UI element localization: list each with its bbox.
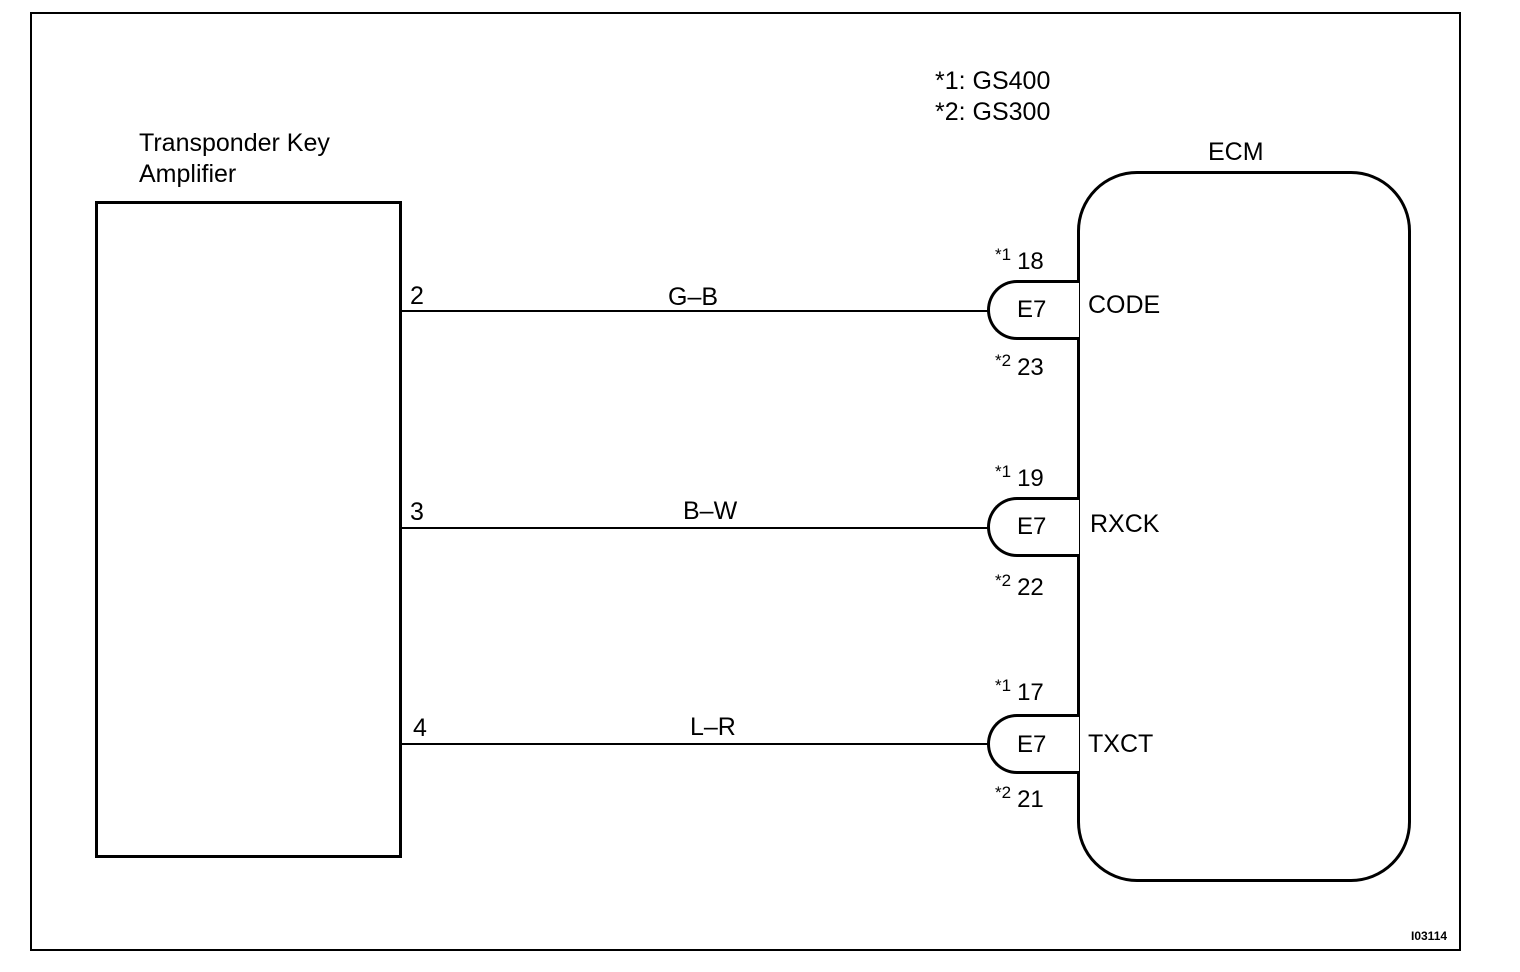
legend-gs300: *2: GS300 [935,98,1051,126]
gs300-marker: *2 [995,783,1012,802]
amplifier-label-line2: Amplifier [139,160,237,188]
amp-pin-3: 3 [410,498,424,526]
connector-e7-code [987,280,1079,340]
gs400-marker: *1 [995,676,1012,695]
pin-note-gs300-txct: *2 21 [995,784,1044,812]
amp-pin-4: 4 [413,714,427,742]
gs300-pin-code: 23 [1017,354,1044,382]
transponder-key-amplifier-box [95,201,402,858]
connector-e7-code-label: E7 [1017,296,1047,323]
connector-e7-txct-label: E7 [1017,731,1047,758]
gs300-marker: *2 [995,351,1012,370]
wire-color-l-r: L–R [690,713,736,741]
ecm-terminal-rxck: RXCK [1090,510,1160,538]
amplifier-label-line1: Transponder Key [139,129,330,157]
connector-e7-rxck [987,497,1079,557]
gs400-marker: *1 [995,462,1012,481]
wire-color-b-w: B–W [683,497,738,525]
gs300-pin-txct: 21 [1017,786,1044,814]
pin-note-gs300-rxck: *2 22 [995,572,1044,600]
diagram-frame [30,12,1461,951]
amp-pin-2: 2 [410,282,424,310]
pin-note-gs400-rxck: *1 19 [995,463,1044,491]
gs400-marker: *1 [995,245,1012,264]
ecm-terminal-txct: TXCT [1088,730,1154,758]
ecm-label: ECM [1208,138,1264,166]
figure-id: I03114 [1411,929,1448,943]
ecm-terminal-code: CODE [1088,291,1161,319]
connector-e7-txct [987,714,1079,774]
pin-note-gs300-code: *2 23 [995,352,1044,380]
pin-note-gs400-txct: *1 17 [995,677,1044,705]
wire-rxck [402,527,988,529]
wire-txct [402,743,988,745]
wire-color-g-b: G–B [668,283,719,311]
legend-gs400: *1: GS400 [935,67,1051,95]
wire-code [402,310,988,312]
connector-e7-rxck-label: E7 [1017,513,1047,540]
gs400-pin-code: 18 [1017,248,1044,276]
gs300-pin-rxck: 22 [1017,574,1044,602]
gs300-marker: *2 [995,571,1012,590]
pin-note-gs400-code: *1 18 [995,246,1044,274]
gs400-pin-txct: 17 [1017,679,1044,707]
gs400-pin-rxck: 19 [1017,465,1044,493]
